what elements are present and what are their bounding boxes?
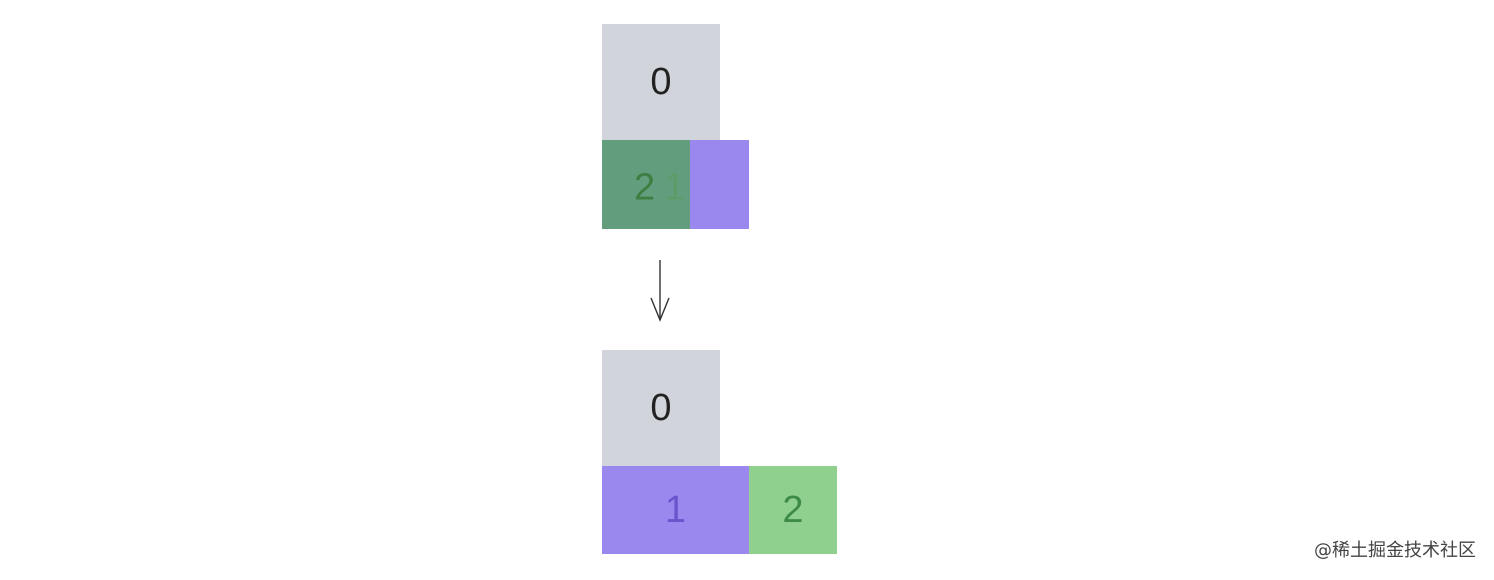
bottom-box-1-label: 1 [664, 488, 687, 531]
bottom-box-2: 2 [749, 466, 837, 554]
watermark-text: @稀土掘金技术社区 [1314, 540, 1476, 561]
bottom-box-2-label: 2 [782, 488, 804, 531]
bottom-box-0-label: 0 [650, 386, 672, 429]
top-box-2-overlapping [602, 140, 690, 229]
top-box-2-label: 2 [634, 166, 656, 209]
bottom-box-1: 1 [602, 466, 749, 554]
bottom-box-0: 0 [602, 350, 720, 466]
down-arrow-icon [650, 260, 670, 322]
top-box-1-label: 1 [664, 166, 686, 209]
top-box-0-label: 0 [650, 60, 672, 103]
top-box-0: 0 [602, 24, 720, 140]
